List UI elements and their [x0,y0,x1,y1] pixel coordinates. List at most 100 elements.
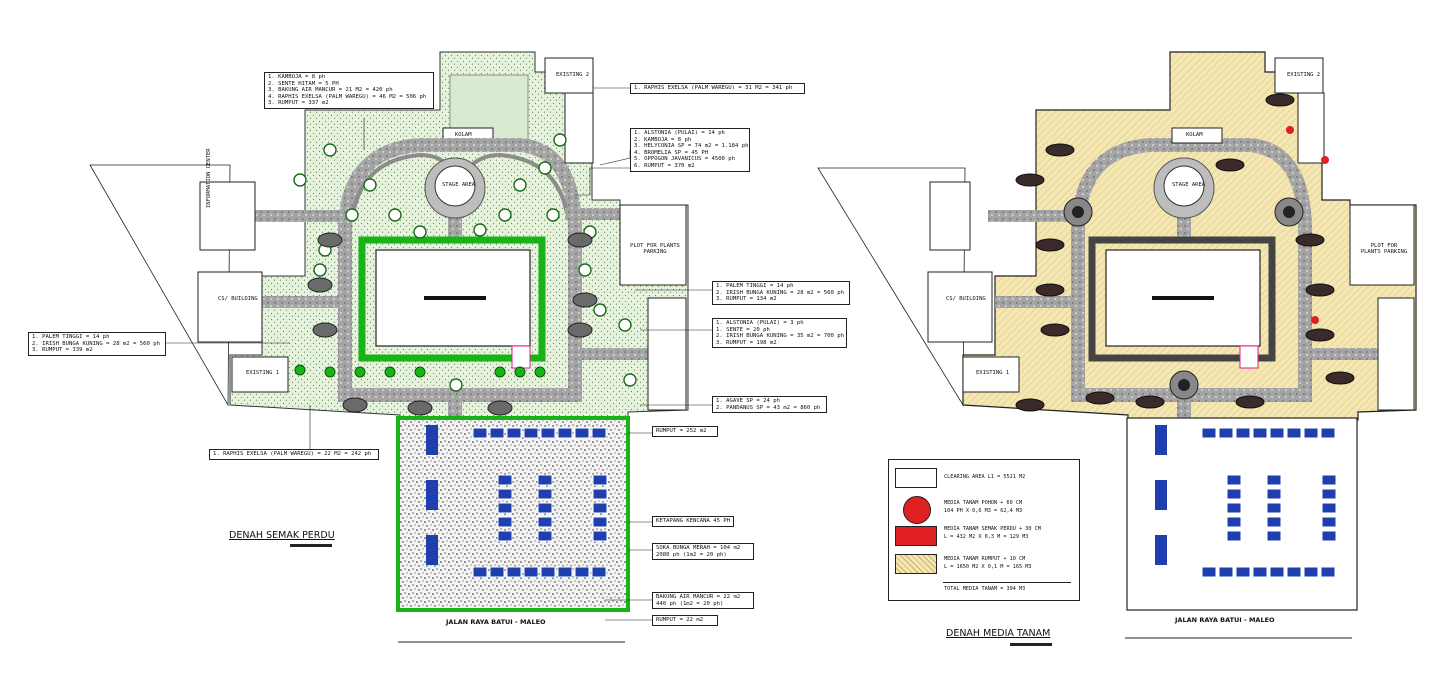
plot-fruit-left [647,297,687,411]
path-ring-right [1071,138,1312,402]
room-cs-left: CS/ BUILDING [218,296,258,302]
shrub-media [1325,371,1355,385]
note-line: 6. RUMPUT = 370 m2 [634,162,695,169]
parking-left-stall [592,474,608,486]
note-line: 1. PALEM TINGGI = 14 ph [32,334,110,340]
shrub-cluster [567,232,593,248]
tree-symbol [345,208,359,222]
parking-left-stall [497,516,513,528]
shrub-media [1265,93,1295,107]
parking-left-stall [537,488,553,500]
note-line: 3. BAKUNG AIR MANCUR = 21 M2 = 420 ph [268,87,393,94]
shrub-media [1015,398,1045,412]
shrub-cluster [487,400,513,416]
information-center-left [199,181,256,251]
parking-right-stall [1286,427,1302,439]
shrub-cluster [407,400,433,416]
parking-left-stall [537,502,553,514]
note-2: 1. RAPHIS EXELSA (PALM WAREGU) = 31 M2 =… [630,83,805,94]
note-line: 5. OPPOGON JAVANICUS = 4500 ph [634,156,736,163]
note-line: 2. PANDANUS SP = 43 m2 = 860 ph [716,404,821,411]
parking-right-stall [1269,566,1285,578]
tree-symbol [313,263,327,277]
path-node-core [1072,206,1084,218]
tree-symbol [388,208,402,222]
parking-left-stall [523,566,539,578]
title-right: DENAH MEDIA TANAM [946,628,1051,639]
parking-left-stall [497,474,513,486]
tree-symbol [538,161,552,175]
leader-lines-left [160,87,712,621]
tree-symbol [293,173,307,187]
parking-right-stall [1321,474,1337,486]
parking-left-stall [537,516,553,528]
shrub-cluster [317,232,343,248]
parking-right-stall [1252,566,1268,578]
parking-right-stall [1321,530,1337,542]
small-block-left [564,92,594,164]
note-line: 2. SENTE HITAM = 5 PH [268,80,339,87]
parking-right-stall [1286,566,1302,578]
parking-right-stall [1218,566,1234,578]
shrub-cluster [312,322,338,338]
tree-symbol [593,303,607,317]
parking-right-stall [1321,488,1337,500]
parking-left-side-stall [426,535,438,565]
parking-left-stall [489,427,505,439]
parking-right-side-stall [1155,425,1167,455]
building-mark-right [1152,296,1214,300]
parking-right-side-stall [1155,535,1167,565]
tree-symbol [473,223,487,237]
legend-text-rumput-1: MEDIA TANAM RUMPUT + 10 CM [944,556,1026,562]
parking-left-stall [497,502,513,514]
tree-symbol [413,225,427,239]
legend-total: TOTAL MEDIA TANAM = 394 M3 [944,586,1026,592]
note-line: 1. RAPHIS EXELSA (PALM WAREGU) = 22 M2 =… [213,451,372,457]
room-stage-right: STAGE AREA [1172,182,1206,188]
parking-left-side-stall [426,425,438,455]
note-10: KETAPANG KENCANA 45 PH [652,516,734,527]
shrub-media [1135,395,1165,409]
building-mark-left [424,296,486,300]
note-line: 1. PALEM TINGGI = 14 ph [716,283,794,289]
parking-right-stall [1321,502,1337,514]
parking-right-stall [1266,516,1282,528]
parking-left-stall [557,566,573,578]
tree-symbol [546,208,560,222]
room-existing1-right: EXISTING 1 [976,370,1010,376]
parking-left-stall [489,566,505,578]
hedge-shrub [534,366,546,378]
shrub-media [1295,233,1325,247]
swatch-clearing [895,468,937,488]
shrub-media [1085,391,1115,405]
stair-left [511,345,531,369]
parking-left-stall [592,502,608,514]
parking-right-stall [1218,427,1234,439]
parking-hedge-left [396,416,630,612]
stair-right [1239,345,1259,369]
parking-left-stall [472,566,488,578]
note-13: RUMPUT = 22 m2 [652,615,718,626]
room-info-left: INFORMATION CENTER [206,148,212,208]
hedge-shrub [294,364,306,376]
existing-2-left [544,57,594,94]
parking-right-stall [1226,502,1242,514]
legend-text-clearing: CLEARING AREA L1 = 5521 M2 [944,474,1026,480]
existing-2-right [1274,57,1324,94]
path-e-left [570,348,650,360]
note-line: 2. IRISH BUNGA KUNING = 35 m2 = 700 ph [716,333,844,340]
note-line: SOKA BUNGA MERAH = 104 m2 [656,545,741,551]
note-9: RUMPUT = 252 m2 [652,426,718,437]
parking-right-stall [1226,530,1242,542]
shrub-media [1045,143,1075,157]
note-line: 3. HELYCONIA SP = 74 m2 = 1.184 ph [634,143,749,150]
tree-symbol [578,263,592,277]
parking-left-stall [591,566,607,578]
room-plot-right: PLOT FOR PLANTS PARKING [1360,243,1408,255]
room-existing1-left: EXISTING 1 [246,370,280,376]
path-node-core [1178,379,1190,391]
